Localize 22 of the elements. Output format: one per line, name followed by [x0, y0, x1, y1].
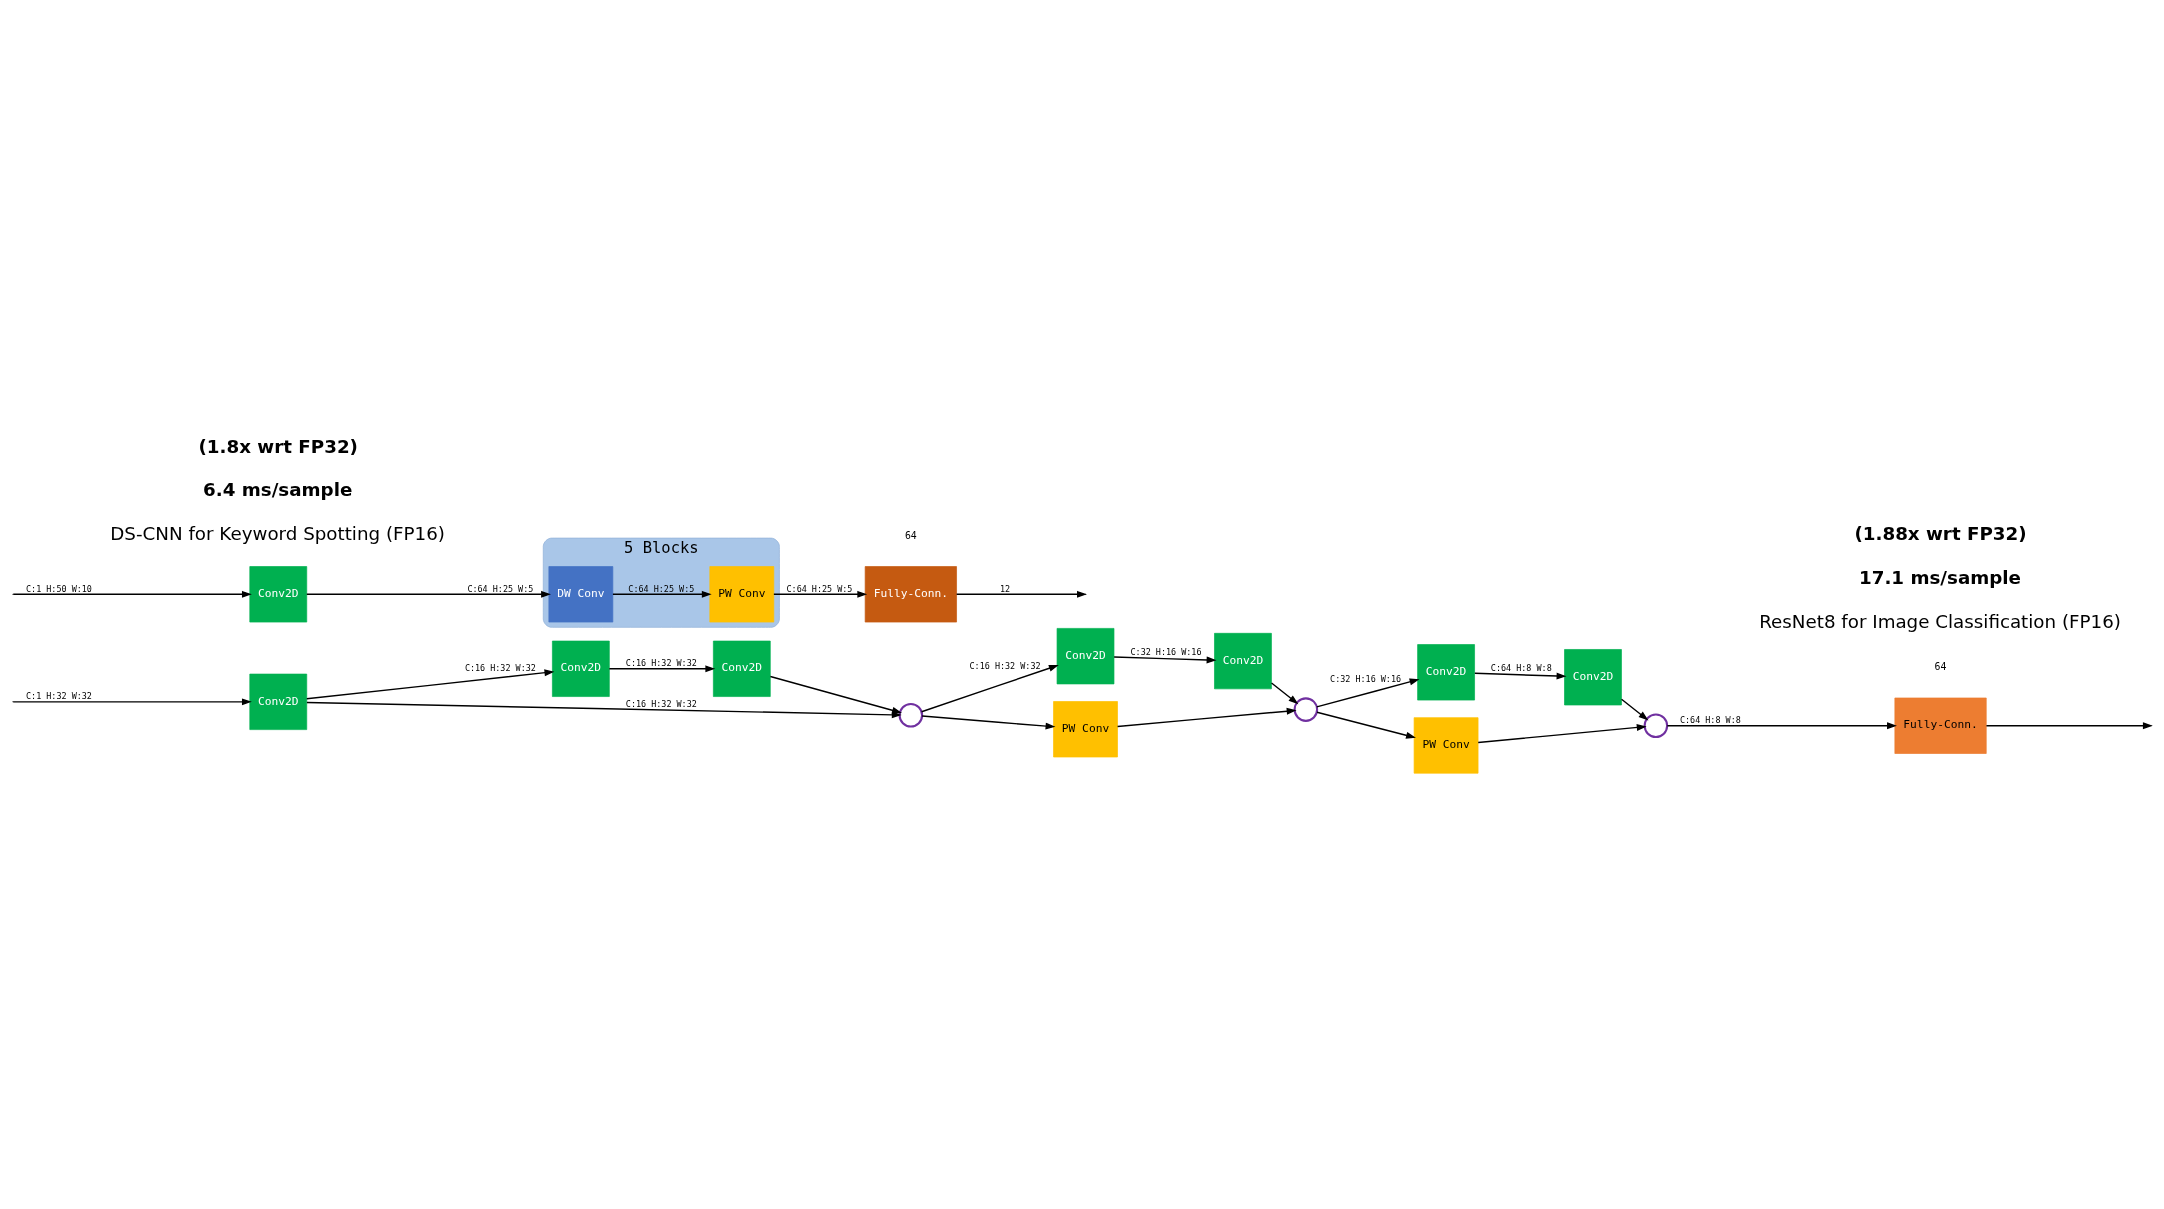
- edge-label: C:64 H:25 W:5: [467, 583, 534, 594]
- edge-label: C:64 H:8 W:8: [1679, 715, 1741, 726]
- edge-label: C:32 H:16 W:16: [1130, 647, 1202, 658]
- edge-label: C:64 H:25 W:5: [786, 583, 853, 594]
- label: (1.88x wrt FP32): [1854, 523, 2027, 545]
- edge-label: 12: [999, 583, 1011, 594]
- edge-label: C:64 H:25 W:5: [628, 583, 695, 594]
- edge-label: C:1 H:50 W:10: [26, 583, 92, 594]
- label: 6.4 ms/sample: [203, 479, 353, 501]
- label: 64: [904, 529, 917, 541]
- edge-label: C:1 H:32 W:32: [26, 691, 92, 702]
- edge-label: C:64 H:8 W:8: [1490, 663, 1552, 674]
- label: ResNet8 for Image Classification (FP16): [1759, 611, 2121, 633]
- edge-label: C:16 H:32 W:32: [464, 662, 536, 673]
- label: 64: [1934, 661, 1947, 673]
- edge-label: C:16 H:32 W:32: [625, 698, 697, 709]
- edge-label: C:16 H:32 W:32: [969, 661, 1041, 672]
- label: 17.1 ms/sample: [1859, 566, 2021, 588]
- label: DS-CNN for Keyword Spotting (FP16): [110, 523, 445, 545]
- edge-label: C:16 H:32 W:32: [625, 658, 697, 669]
- edge-label: C:32 H:16 W:16: [1330, 673, 1402, 684]
- label: (1.8x wrt FP32): [198, 435, 358, 457]
